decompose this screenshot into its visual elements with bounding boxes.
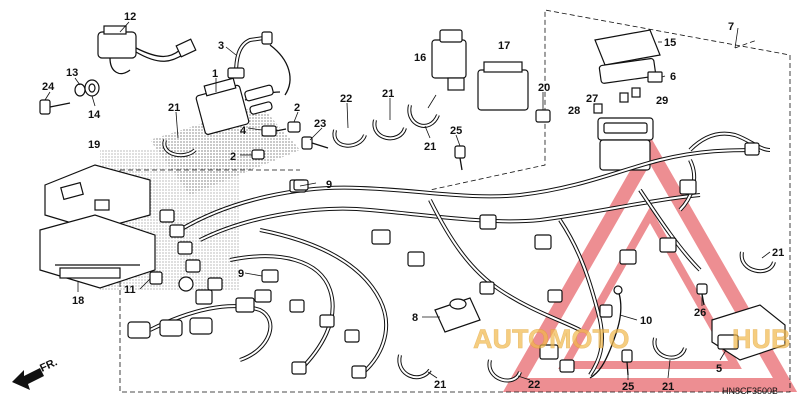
label-9-lower: 9	[238, 268, 244, 280]
label-21-upper-mid: 21	[382, 88, 394, 100]
label-21-upper-right: 21	[424, 141, 436, 153]
fuse-box-assembly	[597, 117, 654, 171]
watermark-brand-left: AUTOMOTO	[473, 324, 630, 354]
main-wire-harness	[149, 131, 771, 377]
label-15: 15	[664, 37, 676, 49]
watermark-brand-right: HUB	[732, 324, 791, 354]
part-19-ecu-cover	[44, 164, 151, 231]
label-4: 4	[240, 125, 247, 137]
label-28: 28	[568, 105, 580, 117]
bolt-25-upper	[454, 145, 466, 171]
label-14: 14	[88, 109, 101, 121]
bolt-23	[301, 136, 329, 150]
label-24: 24	[42, 81, 55, 93]
part-1-ignition-coil	[195, 44, 291, 135]
parts-27-28-29-fuses	[593, 87, 641, 114]
part-10-lead	[589, 285, 623, 379]
watermark-text: AUTOMOTO HUB	[473, 324, 791, 355]
band-clips-lower	[397, 251, 776, 383]
label-6: 6	[670, 71, 676, 83]
part-2-clip-upper	[287, 121, 301, 133]
part-4-fitting	[261, 125, 287, 137]
label-10: 10	[640, 315, 652, 327]
label-9-upper: 9	[326, 179, 332, 191]
bolt-24	[39, 99, 71, 115]
label-27: 27	[586, 93, 598, 105]
label-3: 3	[218, 40, 224, 52]
label-21-right: 21	[772, 247, 784, 259]
label-2-lower: 2	[230, 151, 236, 163]
label-21-lower-left: 21	[434, 379, 446, 391]
leader-lines	[44, 21, 771, 381]
label-17: 17	[498, 40, 510, 52]
dashed-boundary	[119, 9, 791, 393]
washer-13	[74, 83, 86, 97]
label-26: 26	[694, 307, 706, 319]
part-8-bracket	[434, 297, 481, 333]
label-16: 16	[414, 52, 426, 64]
label-21-lower-right: 21	[662, 381, 674, 393]
band-clips-upper	[162, 104, 440, 158]
label-11: 11	[124, 284, 136, 296]
label-20: 20	[538, 82, 550, 94]
part-2-clip-lower	[251, 149, 265, 160]
bolt-25-lower	[621, 349, 633, 376]
part-6-fuse	[647, 71, 663, 83]
part-15-fuse-cover	[594, 29, 661, 84]
label-2-upper: 2	[294, 102, 300, 114]
label-21-upper-left: 21	[168, 102, 180, 114]
label-19: 19	[88, 139, 100, 151]
label-13: 13	[66, 67, 78, 79]
label-25-lower: 25	[622, 381, 634, 393]
label-22-upper: 22	[340, 93, 352, 105]
part-18-ecu	[39, 214, 156, 289]
label-23: 23	[314, 118, 326, 130]
label-12: 12	[124, 11, 136, 23]
diagram-code: HN8CF3500B	[722, 386, 778, 396]
label-8: 8	[412, 312, 418, 324]
part-12-sensor	[97, 25, 197, 75]
label-1: 1	[212, 68, 218, 80]
label-25-upper: 25	[450, 125, 462, 137]
part-3-plug-cap	[227, 31, 273, 79]
part-20-clip	[535, 109, 551, 123]
harness-connectors	[127, 142, 760, 379]
label-22-lower: 22	[528, 379, 540, 391]
label-29: 29	[656, 95, 668, 107]
collar-14	[84, 79, 100, 97]
part-5-control-unit	[711, 304, 786, 361]
label-7: 7	[728, 21, 734, 33]
front-direction-arrow: FR.	[12, 356, 59, 390]
part-16-connector	[431, 29, 467, 91]
part-labels: 12 13 24 14 3 1 21 4 2 2 23 22 21 21 16 …	[42, 11, 784, 393]
direction-label: FR.	[38, 356, 59, 374]
label-18: 18	[72, 295, 84, 307]
part-17-cover	[477, 61, 529, 111]
label-5: 5	[716, 363, 722, 375]
